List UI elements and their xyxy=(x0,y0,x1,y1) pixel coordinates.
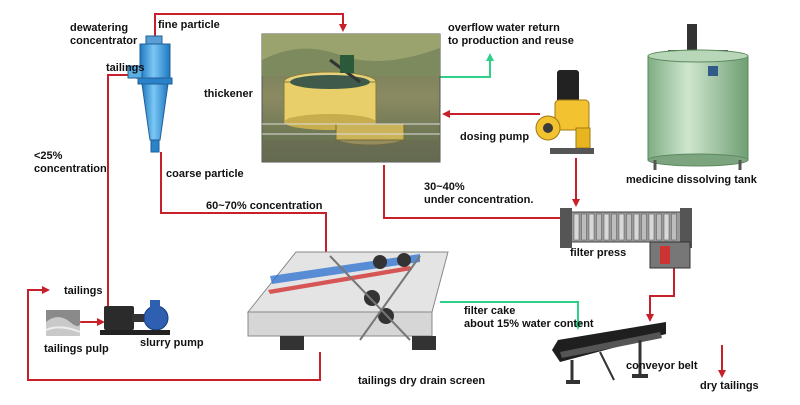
thickener-photo xyxy=(261,33,441,163)
label-dry-drain-screen: tailings dry drain screen xyxy=(358,375,486,387)
hydrocyclone-icon xyxy=(127,35,173,153)
filter-plate xyxy=(596,213,602,241)
label-line: 30~40% xyxy=(424,181,465,193)
label-fine-particle: fine particle xyxy=(158,19,220,31)
label-dosing-pump: dosing pump xyxy=(460,131,530,143)
conveyor-belt-icon xyxy=(552,322,666,384)
dewatering-screen-icon xyxy=(246,251,449,350)
label-concentration-low: <25% concentration xyxy=(34,150,107,176)
slurry-pump-icon xyxy=(100,300,170,335)
flow-filter-cake xyxy=(440,301,582,330)
filter-plate xyxy=(573,213,580,241)
filter-press-icon xyxy=(560,208,692,269)
filter-plate xyxy=(641,213,647,241)
label-line: to production and reuse xyxy=(448,35,574,47)
flow-thickener-to-press xyxy=(383,165,568,222)
label-line: concentrator xyxy=(70,35,138,47)
label-tailings-left: tailings xyxy=(64,285,103,297)
flow-pump-to-cyclone xyxy=(107,71,144,308)
label-line: about 15% water content xyxy=(464,318,594,330)
filter-plate xyxy=(671,213,677,241)
label-thickener: thickener xyxy=(204,88,253,100)
filter-plate xyxy=(588,213,595,241)
filter-plate xyxy=(581,213,587,241)
filter-plate xyxy=(663,213,670,241)
label-overflow-water: overflow water return to production and … xyxy=(448,22,574,48)
label-slurry-pump: slurry pump xyxy=(140,337,204,349)
label-line: under concentration. xyxy=(424,194,534,206)
label-filter-cake: filter cake about 15% water content xyxy=(464,305,594,331)
label-line: concentration xyxy=(34,163,107,175)
flow-cyclone-to-thickener xyxy=(154,13,347,40)
label-line: filter cake xyxy=(464,305,516,317)
flow-press-to-conveyor xyxy=(646,266,675,322)
tank-icon xyxy=(647,24,749,170)
label-concentration-mid: 60~70% concentration xyxy=(206,200,323,212)
dosing-pump-icon xyxy=(535,70,594,154)
flow-screen-to-pulp xyxy=(27,286,321,381)
filter-plate xyxy=(648,213,655,241)
label-medicine-tank: medicine dissolving tank xyxy=(626,174,757,186)
filter-plate xyxy=(656,213,662,241)
label-coarse-particle: coarse particle xyxy=(166,168,244,180)
label-filter-press: filter press xyxy=(570,247,627,259)
tailings-pulp-icon xyxy=(45,310,81,336)
label-tailings-top: tailings xyxy=(106,62,145,74)
filter-plate xyxy=(626,213,632,241)
label-under-concentration: 30~40% under concentration. xyxy=(424,181,533,207)
label-dry-tailings: dry tailings xyxy=(700,380,759,392)
label-conveyor-belt: conveyor belt xyxy=(626,360,698,372)
label-tailings-pulp: tailings pulp xyxy=(44,343,109,355)
label-line: <25% xyxy=(34,150,63,162)
flow-cyclone-to-screen xyxy=(160,152,330,264)
filter-plate xyxy=(611,213,617,241)
label-line: overflow water return xyxy=(448,22,560,34)
filter-plate xyxy=(633,213,640,241)
label-line: dewatering xyxy=(70,22,129,34)
filter-plate xyxy=(603,213,610,241)
label-dewatering-concentrator: dewatering concentrator xyxy=(70,22,137,48)
filter-plate xyxy=(618,213,625,241)
